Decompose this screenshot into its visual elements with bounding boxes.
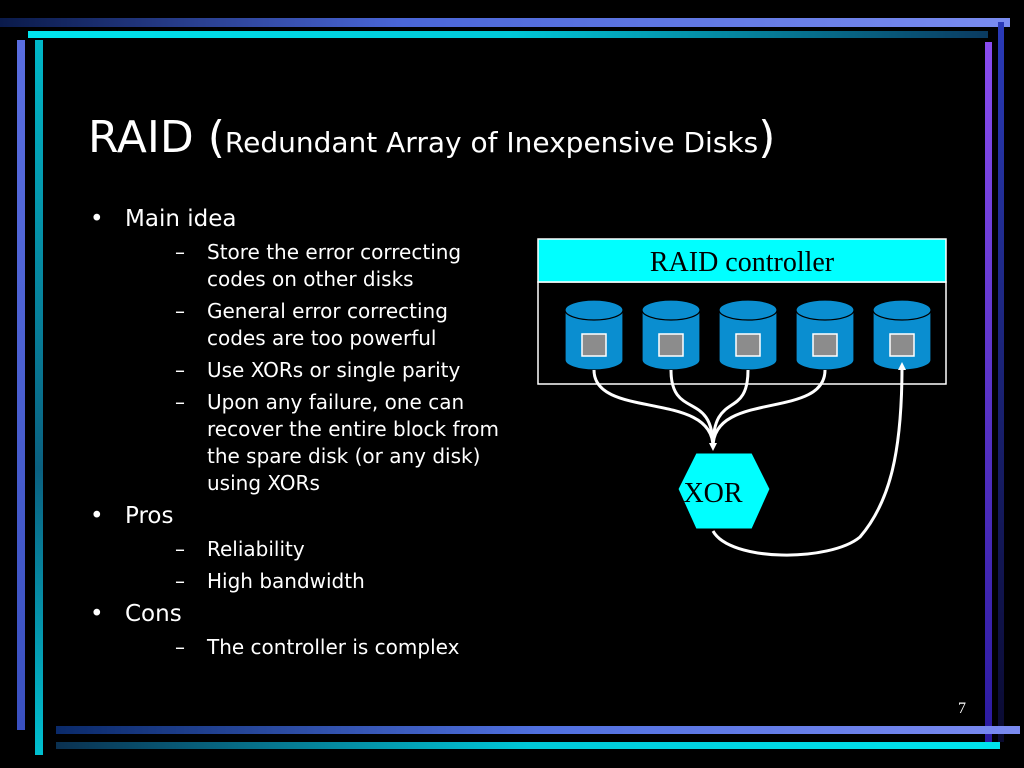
data-block-icon [812, 333, 838, 357]
xor-hexagon [677, 452, 771, 530]
title-close-paren: ) [758, 112, 776, 163]
bullet-list: •Main idea–Store the error correcting co… [88, 200, 508, 661]
frame-bar-top-cyan [28, 31, 988, 38]
wire-group [592, 362, 906, 557]
disk-array [564, 299, 932, 371]
wire-disk-to-xor [592, 369, 715, 448]
bullet-text: Main idea [125, 206, 237, 232]
frame-bar-right-blue [998, 22, 1004, 742]
sub-bullet-text: Use XORs or single parity [207, 358, 461, 382]
sub-bullet-text: Reliability [207, 537, 305, 561]
sub-bullet-text: High bandwidth [207, 569, 365, 593]
sub-bullet-item: –High bandwidth [125, 568, 508, 595]
sub-bullet-list: –The controller is complex [125, 634, 508, 661]
raid-controller-label: RAID controller [650, 247, 835, 278]
disk-cylinder-icon [641, 299, 701, 371]
dash-icon: – [175, 569, 185, 593]
sub-bullet-item: –Upon any failure, one can recover the e… [125, 389, 508, 497]
data-block-icon [735, 333, 761, 357]
bullet-item: •Main idea–Store the error correcting co… [88, 204, 508, 497]
sub-bullet-text: Upon any failure, one can recover the en… [207, 390, 500, 495]
dash-icon: – [175, 358, 185, 382]
frame-bar-bottom-cyan [56, 742, 1000, 749]
sub-bullet-text: The controller is complex [207, 635, 460, 659]
dash-icon: – [175, 240, 185, 264]
sub-bullet-item: –General error correcting codes are too … [125, 298, 508, 352]
sub-bullet-list: –Reliability–High bandwidth [125, 536, 508, 595]
bullet-text: Cons [125, 601, 182, 627]
bullet-dot-icon: • [90, 503, 104, 529]
sub-bullet-list: –Store the error correcting codes on oth… [125, 239, 508, 497]
sub-bullet-text: General error correcting codes are too p… [207, 299, 448, 350]
bullet-item: • Cons –The controller is complex [88, 599, 508, 661]
slide-title: RAID (Redundant Array of Inexpensive Dis… [88, 112, 775, 163]
frame-bar-left-cyan [35, 40, 43, 755]
wire-disk-to-xor [711, 369, 750, 448]
disk-cylinder-icon [872, 299, 932, 371]
data-block-icon [889, 333, 915, 357]
bullet-text: Pros [125, 503, 174, 529]
wire-disk-to-xor [669, 369, 717, 451]
bullet-dot-icon: • [90, 206, 104, 232]
raid-diagram: RAID controller XOR [537, 238, 947, 557]
sub-bullet-item: –The controller is complex [125, 634, 508, 661]
dash-icon: – [175, 390, 185, 414]
page-number: 7 [958, 700, 966, 717]
bullet-dot-icon: • [90, 601, 104, 627]
data-block-icon [581, 333, 607, 357]
title-subtitle: Redundant Array of Inexpensive Disks [224, 126, 759, 159]
sub-bullet-text: Store the error correcting codes on othe… [207, 240, 462, 291]
frame-bar-right-purple [985, 42, 992, 742]
dash-icon: – [175, 299, 185, 323]
xor-label: XOR [683, 478, 742, 509]
disk-cylinder-icon [564, 299, 624, 371]
sub-bullet-item: –Store the error correcting codes on oth… [125, 239, 508, 293]
raid-controller-header [537, 238, 947, 283]
frame-bar-top-blue [0, 18, 1010, 27]
sub-bullet-item: –Use XORs or single parity [125, 357, 508, 384]
dash-icon: – [175, 635, 185, 659]
frame-bar-bottom-blue [56, 726, 1020, 734]
data-block-icon [658, 333, 684, 357]
wire-xor-to-spare-disk [711, 362, 906, 557]
disk-cylinder-icon [718, 299, 778, 371]
frame-bar-left-blue [17, 40, 25, 730]
dash-icon: – [175, 537, 185, 561]
wire-disk-to-xor [711, 369, 827, 448]
title-main: RAID ( [88, 112, 225, 163]
sub-bullet-item: –Reliability [125, 536, 508, 563]
disk-cylinder-icon [795, 299, 855, 371]
bullet-item: •Pros–Reliability–High bandwidth [88, 501, 508, 595]
